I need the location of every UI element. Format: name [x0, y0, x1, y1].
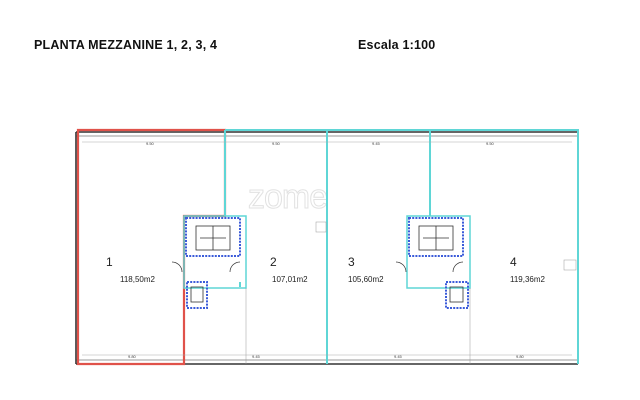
- unit-4-area: 119,36m2: [510, 275, 546, 284]
- cyan-unit-boundaries: [224, 129, 579, 364]
- unit-2-number: 2: [270, 255, 277, 269]
- interior-lines: [245, 221, 577, 364]
- unit-3-number: 3: [348, 255, 355, 269]
- dim-bottom-1: 9.80: [128, 354, 137, 359]
- unit-3-area: 105,60m2: [348, 275, 384, 284]
- watermark-logo: zome: [248, 178, 327, 216]
- dim-top-3: 9.45: [372, 141, 381, 146]
- dim-bottom-4: 9.80: [516, 354, 525, 359]
- plan-scale: Escala 1:100: [358, 38, 436, 52]
- plan-title: PLANTA MEZZANINE 1, 2, 3, 4: [34, 38, 218, 52]
- unit-1-number: 1: [106, 255, 113, 269]
- dim-top-2: 9.50: [272, 141, 281, 146]
- dimension-lines: [82, 141, 572, 356]
- dim-bottom-2: 9.45: [252, 354, 261, 359]
- stair-core-left: [171, 215, 247, 309]
- dim-top-4: 9.50: [486, 141, 495, 146]
- dim-bottom-3: 9.45: [394, 354, 403, 359]
- unit-1-boundary: [76, 128, 227, 366]
- unit-2-area: 107,01m2: [272, 275, 308, 284]
- unit-1-area: 118,50m2: [120, 275, 156, 284]
- dim-top-1: 9.50: [146, 141, 155, 146]
- unit-4-number: 4: [510, 255, 517, 269]
- stair-core-right: [395, 215, 471, 309]
